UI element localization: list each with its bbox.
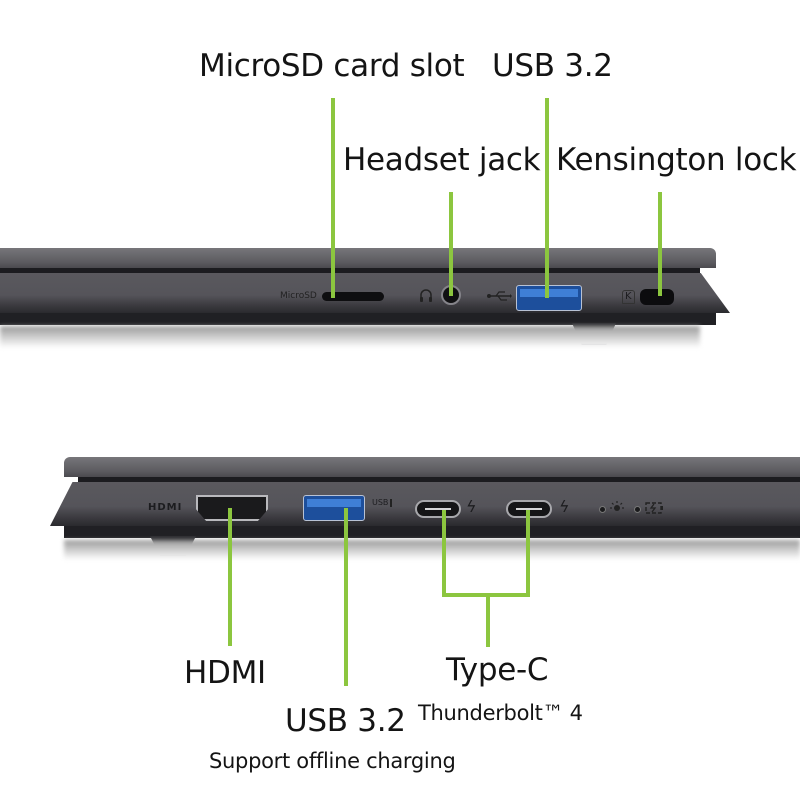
usb-c-port-1[interactable] xyxy=(415,500,461,518)
base-bottom xyxy=(64,526,800,538)
kensington-lock-slot[interactable] xyxy=(640,289,674,305)
callout-line-usb-bottom xyxy=(344,508,348,686)
power-led xyxy=(599,506,606,513)
callout-line-headset xyxy=(449,192,453,296)
battery-charging-icon xyxy=(645,502,663,514)
microsd-slot[interactable] xyxy=(322,292,384,301)
laptop-shadow xyxy=(64,540,800,560)
label-type-c: Type-C xyxy=(446,652,549,688)
headset-icon xyxy=(420,289,432,302)
label-offline-charging: Support offline charging xyxy=(209,749,456,773)
callout-line-typec-2 xyxy=(526,510,530,596)
thunderbolt-icon-2: ϟ xyxy=(559,497,570,516)
usb-a-port-bottom[interactable] xyxy=(303,495,365,521)
hdmi-port[interactable] xyxy=(196,495,268,521)
label-microsd-card-slot: MicroSD card slot xyxy=(199,48,465,84)
callout-line-typec-1 xyxy=(442,510,446,596)
thunderbolt-icon-1: ϟ xyxy=(466,497,477,516)
callout-line-typec-stem xyxy=(486,595,490,647)
label-usb32-bottom: USB 3.2 xyxy=(285,703,406,739)
label-thunderbolt-4: Thunderbolt™ 4 xyxy=(418,701,583,725)
kensington-icon: K xyxy=(622,290,635,304)
callout-line-usb-top xyxy=(545,98,549,298)
laptop-lid xyxy=(64,457,800,477)
callout-line-hdmi xyxy=(228,508,232,646)
usb-charge-icon: USB xyxy=(372,499,393,507)
label-headset-jack: Headset jack xyxy=(343,142,541,178)
base-bottom xyxy=(0,313,716,325)
label-kensington-lock: Kensington lock xyxy=(556,142,797,178)
power-light-icon xyxy=(610,501,624,511)
laptop-shadow xyxy=(0,326,700,348)
label-usb32-top: USB 3.2 xyxy=(492,48,613,84)
lid-gap xyxy=(0,268,700,273)
laptop-lid xyxy=(0,248,716,268)
battery-led xyxy=(634,506,641,513)
microsd-engraving: MicroSD xyxy=(280,291,317,301)
callout-line-kensington xyxy=(658,192,662,296)
callout-line-microsd xyxy=(331,98,335,298)
usb-icon xyxy=(487,291,512,301)
label-hdmi: HDMI xyxy=(184,655,266,691)
lid-gap xyxy=(78,477,800,482)
hdmi-engraving: HDMI xyxy=(148,502,183,513)
usb-a-port-top[interactable] xyxy=(516,285,582,311)
